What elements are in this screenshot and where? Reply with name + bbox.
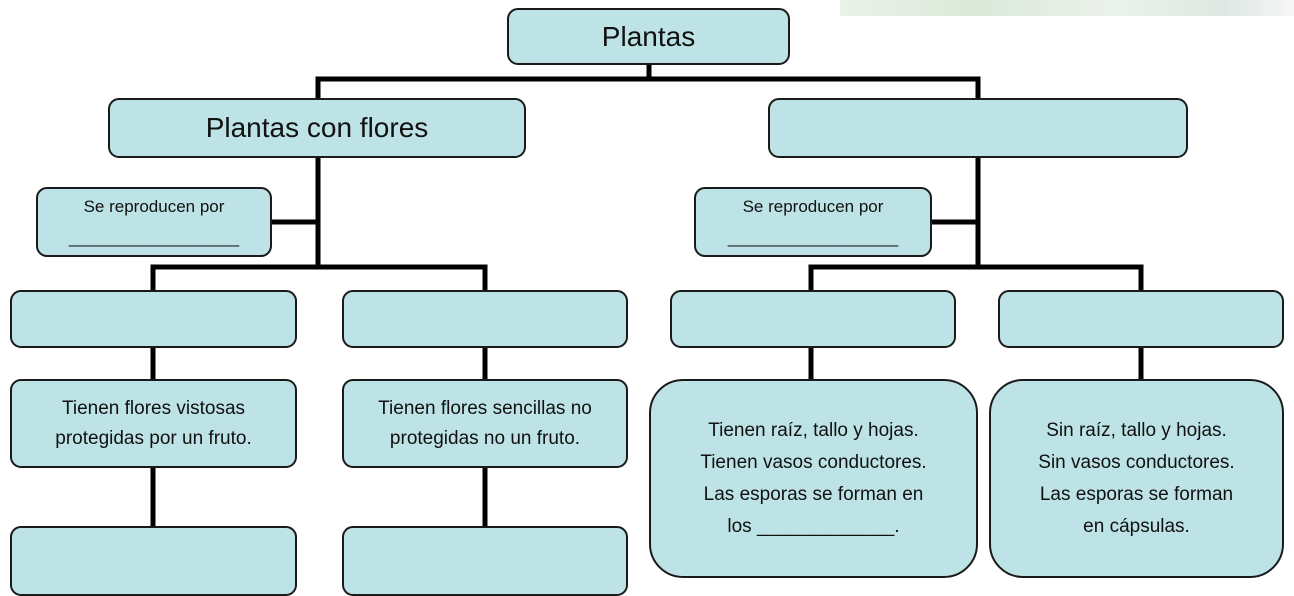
left-category-label: Plantas con flores (205, 112, 429, 143)
connector-lines (150, 60, 1144, 530)
left-reproduce-box: Se reproducen por __________________ (36, 187, 272, 257)
left-child-a-desc-line1: Tienen flores vistosas (61, 397, 246, 419)
left-child-a-desc: Tienen flores vistosas protegidas por un… (10, 379, 297, 468)
right-child-b-desc-line1: Sin raíz, tallo y hojas. (1046, 419, 1227, 441)
right-child-a-box (670, 290, 956, 348)
right-child-b-desc-line2: Sin vasos conductores. (1038, 451, 1235, 473)
left-child-b-desc-line1: Tienen flores sencillas no (378, 397, 592, 419)
left-child-a-box (10, 290, 297, 348)
right-category-box (768, 98, 1188, 158)
left-child-b-box (342, 290, 628, 348)
right-child-a-desc-line4: los _____________. (727, 515, 900, 537)
right-reproduce-line1: Se reproducen por (742, 196, 884, 216)
root-label: Plantas (601, 20, 696, 52)
right-child-a-desc-line1: Tienen raíz, tallo y hojas. (708, 419, 919, 441)
right-reproduce-box: Se reproducen por __________________ (694, 187, 932, 257)
right-child-b-desc-line3: Las esporas se forman (1039, 483, 1234, 505)
right-child-a-desc-line2: Tienen vasos conductores. (700, 451, 927, 473)
right-child-a-desc: Tienen raíz, tallo y hojas. Tienen vasos… (649, 379, 978, 578)
left-child-b-desc: Tienen flores sencillas no protegidas no… (342, 379, 628, 468)
corner-decoration (840, 0, 1294, 16)
right-reproduce-line2: __________________ (727, 227, 899, 247)
left-category-box: Plantas con flores (108, 98, 526, 158)
left-child-a-desc-line2: protegidas por un fruto. (55, 427, 252, 449)
left-child-b-desc-line2: protegidas no un fruto. (389, 427, 581, 449)
left-reproduce-line2: __________________ (68, 227, 240, 247)
root-box: Plantas (507, 8, 790, 65)
right-child-b-desc-line4: en cápsulas. (1083, 515, 1190, 537)
right-child-b-box (998, 290, 1284, 348)
left-child-a-bottom-box (10, 526, 297, 596)
right-child-b-desc: Sin raíz, tallo y hojas. Sin vasos condu… (989, 379, 1284, 578)
left-child-b-bottom-box (342, 526, 628, 596)
left-reproduce-line1: Se reproducen por (83, 196, 225, 216)
right-child-a-desc-line3: Las esporas se forman en (703, 483, 924, 505)
